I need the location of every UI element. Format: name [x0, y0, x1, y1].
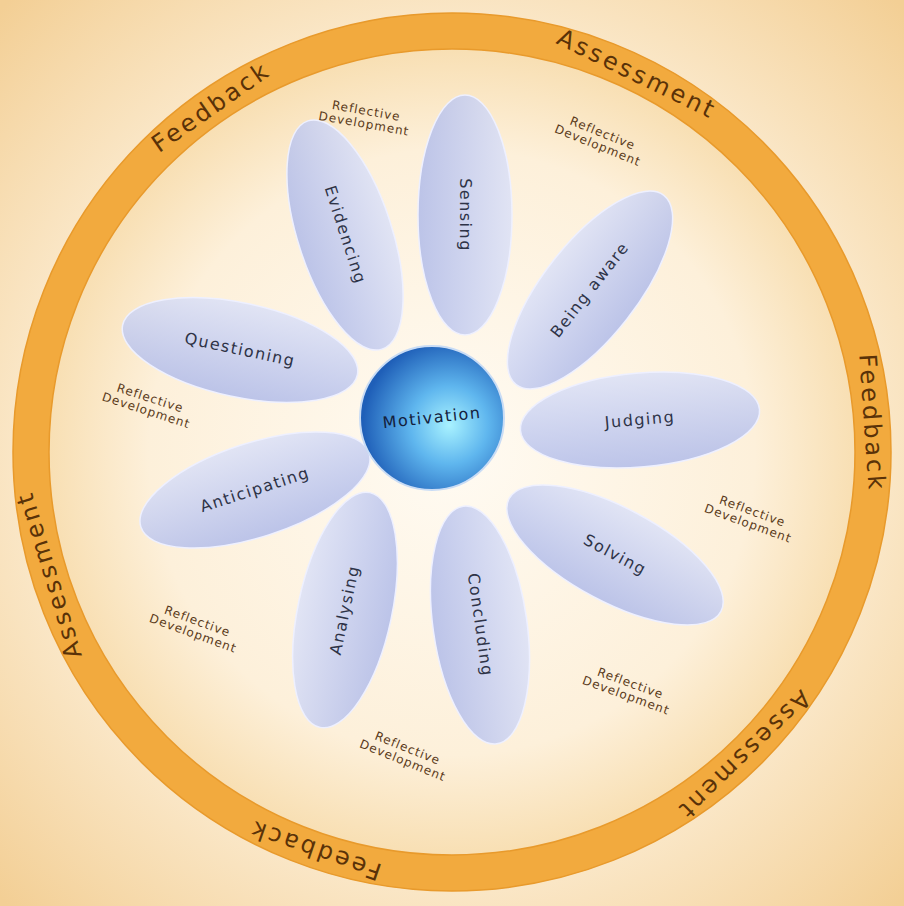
motivation-core: Motivation: [352, 338, 512, 498]
petal-label: Sensing: [457, 178, 473, 252]
skill-petal: Evidencing: [205, 95, 485, 375]
ring-word: Assessment: [553, 25, 720, 123]
ring-word: Assessment: [674, 686, 816, 824]
ring-word: Feedback: [147, 58, 274, 157]
